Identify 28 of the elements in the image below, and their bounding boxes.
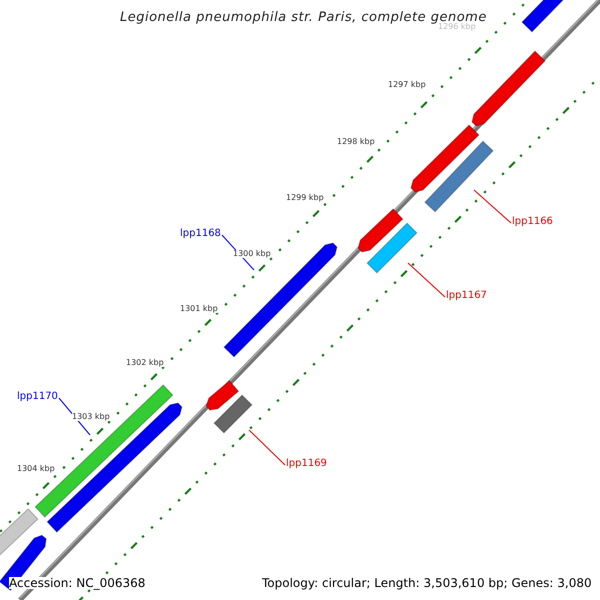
gene-feature bbox=[424, 141, 494, 212]
gene-feature bbox=[411, 125, 479, 192]
gene-feature bbox=[214, 395, 252, 433]
gene-label: lpp1169 bbox=[286, 459, 327, 469]
gene-feature bbox=[367, 223, 417, 273]
gene-label: lpp1167 bbox=[446, 291, 487, 301]
gene-feature bbox=[206, 380, 239, 411]
leader-line bbox=[474, 190, 512, 224]
gene-feature bbox=[358, 208, 403, 253]
scale-label: 1303 kbp bbox=[72, 413, 110, 421]
accession-text: Accession: NC_006368 bbox=[9, 577, 146, 589]
leader-line bbox=[408, 262, 446, 298]
scale-label: 1302 kbp bbox=[126, 359, 164, 367]
scale-label: 1298 kbp bbox=[337, 138, 375, 146]
gene-label: lpp1168 bbox=[180, 229, 221, 239]
scale-label: 1297 kbp bbox=[388, 81, 426, 89]
scale-label: 1304 kbp bbox=[17, 465, 55, 473]
title: Legionella pneumophila str. Paris, complete genome bbox=[120, 11, 487, 24]
gene-feature bbox=[0, 508, 38, 556]
scale-label: 1300 kbp bbox=[233, 250, 271, 258]
genome-summary: Topology: circular; Length: 3,503,610 bp; Genes: 3,080 bbox=[262, 577, 592, 589]
gene-feature bbox=[224, 243, 337, 357]
gene-label: lpp1170 bbox=[17, 392, 58, 402]
scale-label: 1299 kbp bbox=[286, 194, 324, 202]
gene-label: lpp1166 bbox=[512, 217, 553, 227]
scale-label: 1296 kbp bbox=[438, 23, 476, 31]
gene-feature bbox=[471, 51, 546, 126]
leader-line bbox=[248, 430, 286, 466]
